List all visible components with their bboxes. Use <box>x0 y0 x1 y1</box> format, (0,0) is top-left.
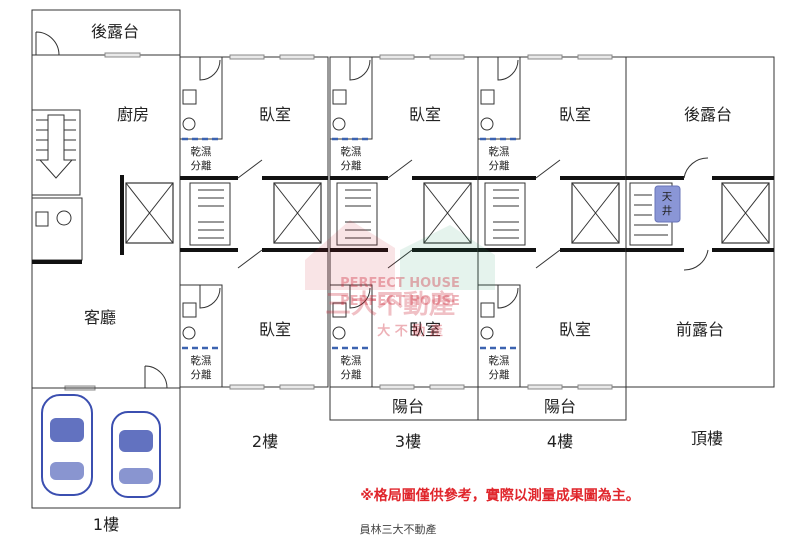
skylight <box>654 185 681 223</box>
floor-3-plan: 乾濕 分離 乾濕 分離 臥室 臥室 陽台 3樓 <box>329 54 479 451</box>
watermark-line3: PERFECT HOUSE <box>340 294 460 309</box>
floor-4-dry-wet-label-bottom-1: 乾濕 <box>489 354 510 367</box>
watermark-line1: PERFECT HOUSE <box>340 276 460 291</box>
floor-2-plan: 乾濕 分離 乾濕 分離 臥室 臥室 2樓 <box>179 54 329 451</box>
floor-3-balcony-label: 陽台 <box>392 397 424 416</box>
skylight-label-1: 天 <box>662 191 673 203</box>
floor-1-wc <box>31 197 83 261</box>
floor-1-front-door <box>144 365 168 389</box>
floor-2-dry-wet-label-top-2: 分離 <box>191 159 212 172</box>
floor-3-label: 3樓 <box>395 432 421 451</box>
floor-1-parking <box>31 387 181 509</box>
watermark-logo: PERFECT HOUSE 三大不動產 PERFECT HOUSE 大 不 動 … <box>305 220 495 339</box>
floor-1-plan: 後露台 廚房 客廳 1樓 <box>31 9 181 534</box>
floor-3-dry-wet-label-top-2: 分離 <box>341 159 362 172</box>
floor-3-bedroom-back-label: 臥室 <box>409 105 441 124</box>
floor-2-bath-bottom <box>179 284 223 388</box>
floor-2-dry-wet-label-bottom-1: 乾濕 <box>191 354 212 367</box>
floor-2-bedroom-front-label: 臥室 <box>259 320 291 339</box>
roof-back-terrace-label: 後露台 <box>684 105 732 124</box>
floor-3-dry-wet-label-top-1: 乾濕 <box>341 145 362 158</box>
floor-3-bath-top <box>329 56 373 140</box>
floor-2-dry-wet-label-top-1: 乾濕 <box>191 145 212 158</box>
floor-2-staircase <box>189 182 231 246</box>
floor-4-bath-top <box>477 56 521 140</box>
disclaimer-note: ※格局圖僅供參考，實際以測量成果圖為主。 <box>360 487 640 504</box>
floor-2-bedroom-back-label: 臥室 <box>259 105 291 124</box>
floor-4-bedroom-back-label: 臥室 <box>559 105 591 124</box>
floor-2-label: 2樓 <box>252 432 278 451</box>
floor-3-bedroom-front-label: 臥室 <box>409 320 441 339</box>
agency-credit: 員林三大不動產 <box>360 522 437 536</box>
floor-1-toilet <box>56 210 72 226</box>
floor-4-plan: 乾濕 分離 乾濕 分離 臥室 臥室 陽台 4樓 <box>477 54 627 451</box>
car-icon <box>111 411 161 498</box>
roof-front-terrace-label: 前露台 <box>676 320 724 339</box>
floor-1-kitchen-label: 廚房 <box>117 105 149 124</box>
floor-4-bedroom-front-label: 臥室 <box>559 320 591 339</box>
watermark-line4: 大 不 動 產 <box>377 323 443 339</box>
floor-2-bath-top <box>179 56 223 140</box>
floor-4-dry-wet-label-top-1: 乾濕 <box>489 145 510 158</box>
floor-1-back-terrace-label: 後露台 <box>91 22 139 41</box>
floor-3-staircase <box>336 182 378 246</box>
roof-outline <box>625 56 775 388</box>
floor-4-label: 4樓 <box>547 432 573 451</box>
car-icon <box>41 394 93 496</box>
floor-4-dry-wet-label-bottom-2: 分離 <box>489 368 510 381</box>
floor-3-dry-wet-label-bottom-1: 乾濕 <box>341 354 362 367</box>
floor-4-staircase <box>484 182 526 246</box>
floor-1-staircase <box>31 109 81 196</box>
floor-1-label: 1樓 <box>93 515 119 534</box>
floor-1-sink <box>35 211 49 227</box>
skylight-label-2: 井 <box>662 204 673 217</box>
floor-2-dry-wet-label-bottom-2: 分離 <box>191 368 212 381</box>
floor-4-balcony-label: 陽台 <box>544 397 576 416</box>
roof-plan: 天 井 後露台 前露台 頂樓 <box>625 56 775 448</box>
floor-3-dry-wet-label-bottom-2: 分離 <box>341 368 362 381</box>
roof-label: 頂樓 <box>691 429 723 448</box>
floor-1-living-room-label: 客廳 <box>84 308 116 327</box>
watermark-line2: 三大不動產 <box>325 289 455 320</box>
floor-4-dry-wet-label-top-2: 分離 <box>489 159 510 172</box>
floor-1-back-window <box>104 52 141 58</box>
floor-1-back-door <box>35 31 60 56</box>
